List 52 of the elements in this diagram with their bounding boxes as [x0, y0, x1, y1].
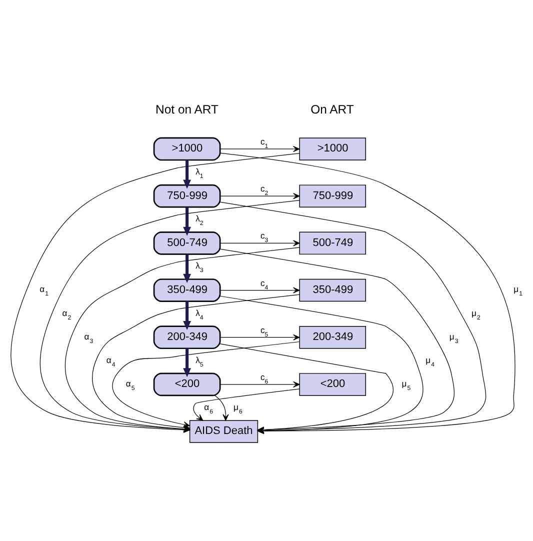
- node-box: >1000: [299, 137, 366, 160]
- arrow: [183, 348, 191, 377]
- node-box: 200-349: [299, 325, 366, 348]
- edge-label: λ$_{4}$: [196, 307, 204, 321]
- node-box: <200: [299, 372, 366, 396]
- label: On ART: [310, 102, 354, 116]
- edge-label: α$_{3}$: [84, 330, 94, 344]
- edge-label: c$_{3}$: [260, 230, 268, 244]
- edge-label: μ$_{3}$: [449, 330, 458, 344]
- arrow: [214, 394, 229, 420]
- arrow: [183, 300, 191, 330]
- arrow: [220, 286, 300, 293]
- edge-label: λ$_{1}$: [196, 166, 204, 180]
- arrow: [220, 240, 300, 246]
- edge-label: μ$_{1}$: [514, 284, 523, 298]
- edge-label: μ$_{2}$: [471, 307, 480, 321]
- node-box: <200: [153, 372, 221, 396]
- edge-label: α$_{5}$: [126, 378, 135, 392]
- edge-label: μ$_{6}$: [234, 401, 242, 415]
- node-box: 200-349: [153, 325, 221, 349]
- arrow: [220, 145, 300, 152]
- edge-label: μ$_{5}$: [402, 378, 411, 392]
- edge-label: c$_{4}$: [260, 277, 268, 291]
- node-box: >1000: [153, 136, 221, 160]
- edge-label: λ$_{2}$: [196, 213, 204, 227]
- edge-label: α$_{1}$: [40, 284, 49, 298]
- node-box: AIDS Death: [189, 420, 258, 442]
- edge-label: c$_{2}$: [260, 183, 268, 197]
- arrow: [183, 160, 191, 188]
- node-box: 750-999: [153, 184, 221, 208]
- arrow: [220, 192, 300, 199]
- edge-label: λ$_{5}$: [196, 354, 204, 368]
- edge-label: λ$_{3}$: [196, 260, 204, 274]
- edge-label: μ$_{4}$: [426, 354, 434, 368]
- arrow: [112, 340, 300, 428]
- arrow: [183, 254, 191, 282]
- node-box: 500-749: [153, 231, 221, 254]
- node-box: 500-749: [299, 231, 366, 254]
- edge-label: α$_{6}$: [204, 401, 214, 415]
- node-box: 750-999: [299, 184, 366, 207]
- node-box: 350-499: [153, 278, 221, 302]
- label: Not on ART: [156, 102, 218, 116]
- edge-label: α$_{2}$: [62, 307, 72, 321]
- arrow: [183, 206, 191, 236]
- arrow: [220, 380, 300, 387]
- arrow: [220, 334, 300, 340]
- edge-label: c$_{5}$: [260, 324, 268, 338]
- edge-label: α$_{4}$: [106, 354, 116, 368]
- edge-label: c$_{1}$: [260, 136, 268, 150]
- arrow: [193, 388, 300, 420]
- edge-label: c$_{6}$: [260, 371, 268, 385]
- node-box: 350-499: [299, 278, 366, 302]
